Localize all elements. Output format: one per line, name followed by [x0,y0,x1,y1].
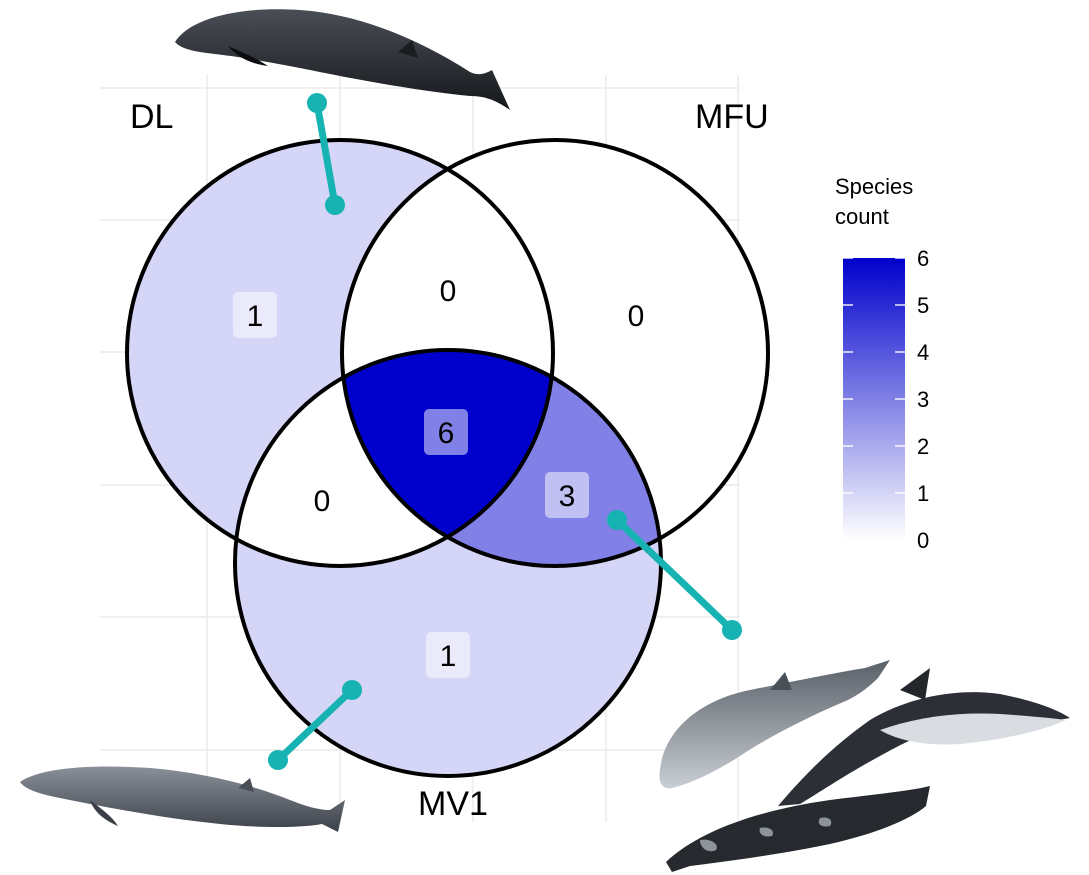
count-mfu-mv1: 3 [545,472,589,518]
count-dl-only: 1 [233,292,277,338]
porpoise-illustration [659,660,890,789]
svg-text:1: 1 [247,300,264,333]
count-dl-mfu-mv1: 6 [424,409,468,455]
color-legend: Species count 6 5 4 3 2 1 0 [835,174,929,553]
legend-colorbar [843,258,905,540]
legend-tick-1: 1 [843,481,929,506]
svg-text:0: 0 [440,275,457,308]
grey-whale-illustration [666,786,930,872]
count-dl-mfu: 0 [426,267,470,313]
svg-text:5: 5 [917,293,929,318]
set-label-mfu: MFU [695,98,769,136]
connector-dl-only [307,93,345,215]
legend-tick-4: 4 [843,340,929,365]
svg-text:0: 0 [628,300,645,333]
circle-outline-dl [125,138,555,568]
legend-tick-5: 5 [843,293,929,318]
region-dl-mfu-mv1 [342,350,553,566]
beaked-whale-top-illustration [175,9,510,110]
circle-outline-mfu [340,138,770,568]
legend-tick-3: 3 [843,387,929,412]
connector-mfu-mv1 [607,510,742,640]
set-label-mv1: MV1 [418,785,488,823]
legend-tick-0: 0 [843,528,929,553]
count-dl-mv1: 0 [300,477,344,523]
connector-mv1-only [268,680,362,770]
svg-text:4: 4 [917,340,929,365]
svg-text:1: 1 [440,640,457,673]
svg-text:6: 6 [438,417,455,450]
legend-tick-6: 6 [843,246,929,271]
svg-text:3: 3 [559,480,576,513]
svg-text:0: 0 [917,528,929,553]
set-label-dl: DL [130,98,173,136]
svg-text:1: 1 [917,481,929,506]
count-mv1-only: 1 [426,632,470,678]
svg-text:0: 0 [314,485,331,518]
legend-tick-2: 2 [843,434,929,459]
svg-text:3: 3 [917,387,929,412]
svg-text:6: 6 [917,246,929,271]
beaked-whale-bottom-illustration [20,766,345,832]
dolphin-illustration [778,668,1070,806]
legend-title-line-1: Species [835,174,913,199]
legend-title-line-2: count [835,204,889,229]
svg-text:2: 2 [917,434,929,459]
count-mfu-only: 0 [614,292,658,338]
